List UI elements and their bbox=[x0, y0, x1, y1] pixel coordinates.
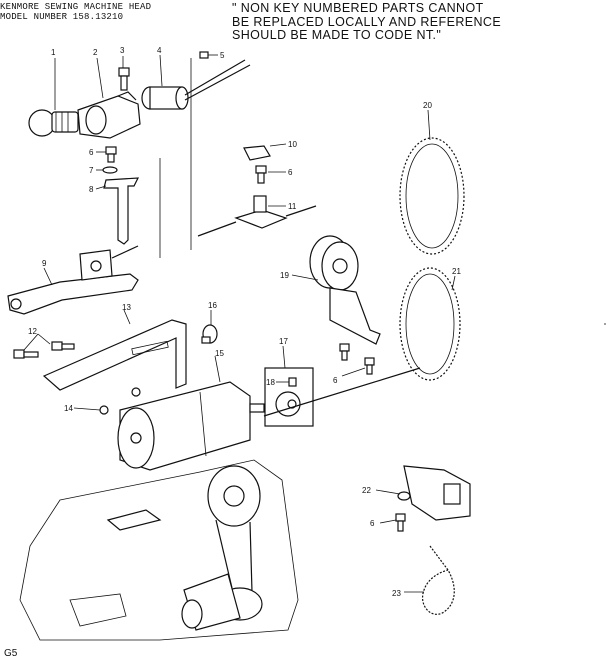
callout-4: 4 bbox=[157, 46, 162, 55]
model-header: KENMORE SEWING MACHINE HEAD MODEL NUMBER… bbox=[0, 2, 151, 22]
terminal-block-part bbox=[375, 465, 471, 521]
callout-10: 10 bbox=[288, 140, 297, 149]
callout-6d: 6 bbox=[370, 519, 375, 528]
screw-6b-part bbox=[255, 165, 286, 184]
clip-part bbox=[243, 143, 287, 161]
motor-part bbox=[117, 355, 265, 471]
lamp-bulb-part bbox=[28, 58, 79, 137]
callout-6b: 6 bbox=[288, 168, 293, 177]
callout-21: 21 bbox=[452, 267, 461, 276]
callout-22: 22 bbox=[362, 486, 371, 495]
callout-23: 23 bbox=[392, 589, 401, 598]
note-line-1: " NON KEY NUMBERED PARTS CANNOT bbox=[232, 1, 484, 15]
screw-12-part bbox=[13, 333, 75, 359]
drive-belt-upper-part bbox=[399, 109, 465, 255]
parts-note: " NON KEY NUMBERED PARTS CANNOT BE REPLA… bbox=[232, 1, 502, 43]
callout-9: 9 bbox=[42, 259, 47, 268]
switch-wire-part bbox=[197, 195, 317, 237]
lamp-socket-part bbox=[77, 57, 141, 139]
mounting-bracket-part bbox=[95, 177, 140, 245]
screw-6c-part bbox=[339, 343, 375, 377]
page-code: G5 bbox=[4, 648, 18, 659]
callout-17: 17 bbox=[279, 337, 288, 346]
callout-5: 5 bbox=[220, 51, 225, 60]
callout-14: 14 bbox=[64, 404, 73, 413]
callout-20: 20 bbox=[423, 101, 432, 110]
washer-14-part bbox=[73, 387, 141, 415]
callout-3: 3 bbox=[120, 46, 125, 55]
bushing-part bbox=[201, 310, 218, 344]
note-line-3: SHOULD BE MADE TO CODE NT." bbox=[232, 28, 442, 42]
note-line-2: BE REPLACED LOCALLY AND REFERENCE bbox=[232, 14, 502, 29]
lamp-holder-part bbox=[141, 54, 251, 110]
callout-12: 12 bbox=[28, 327, 37, 336]
setscrew-part bbox=[276, 377, 297, 387]
callout-13: 13 bbox=[122, 303, 131, 312]
callout-6a: 6 bbox=[89, 148, 94, 157]
washer-part bbox=[96, 166, 118, 174]
callout-15: 15 bbox=[215, 349, 224, 358]
model-line-2: MODEL NUMBER 158.13210 bbox=[0, 12, 124, 22]
callout-6c: 6 bbox=[333, 376, 338, 385]
face-plate-lever-part bbox=[7, 245, 139, 315]
screw-6a-part bbox=[96, 146, 117, 163]
cable-chain-part bbox=[404, 545, 455, 615]
drive-belt-lower-part bbox=[399, 267, 461, 381]
model-line-1: KENMORE SEWING MACHINE HEAD bbox=[0, 2, 152, 12]
callout-8: 8 bbox=[89, 185, 94, 194]
screw-6d-part bbox=[379, 513, 406, 532]
callout-19: 19 bbox=[280, 271, 289, 280]
machine-head-outline bbox=[19, 367, 421, 641]
motor-bracket-part bbox=[42, 309, 187, 391]
callout-18: 18 bbox=[266, 378, 275, 387]
callout-11: 11 bbox=[288, 202, 297, 211]
wire-clip-screw-part bbox=[199, 51, 218, 59]
callout-2: 2 bbox=[93, 48, 98, 57]
callout-7: 7 bbox=[89, 166, 94, 175]
screw-part bbox=[118, 56, 130, 91]
motor-pulley-part bbox=[291, 235, 381, 345]
callout-1: 1 bbox=[51, 48, 56, 57]
callout-16: 16 bbox=[208, 301, 217, 310]
